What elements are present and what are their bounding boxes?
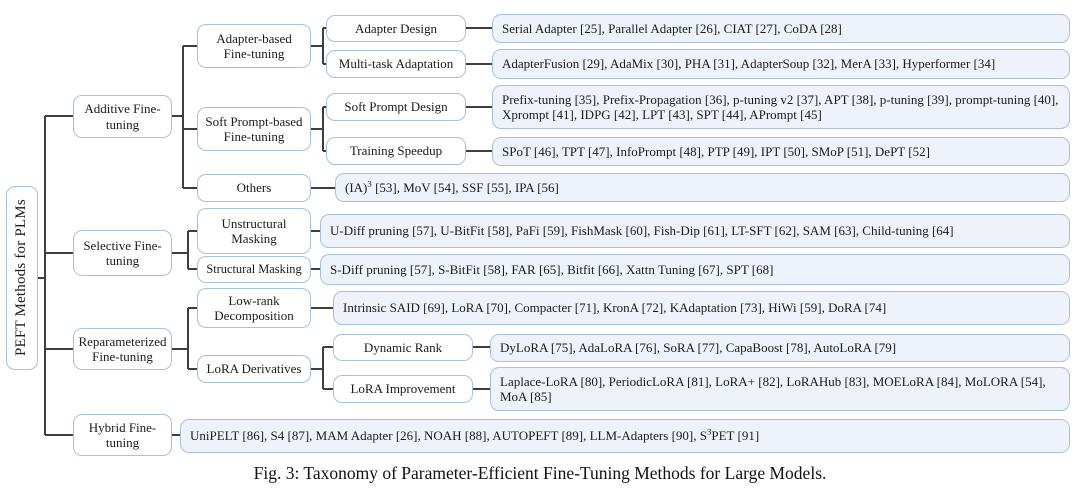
node-lora-improvement: LoRA Improvement <box>333 375 473 403</box>
leaf-unstructural-masking-methods: U-Diff pruning [57], U-BitFit [58], PaFi… <box>320 214 1070 248</box>
superscript: 3 <box>367 178 372 189</box>
leaf-lora-improvement-methods: Laplace-LoRA [80], PeriodicLoRA [81], Lo… <box>490 367 1070 411</box>
leaf-others-methods: (IA)3 [53], MoV [54], SSF [55], IPA [56] <box>335 173 1070 202</box>
node-dynamic-rank: Dynamic Rank <box>333 334 473 361</box>
node-adapter-design: Adapter Design <box>326 15 466 42</box>
connector-path <box>38 27 492 436</box>
node-adapter-based-fine-tuning: Adapter-based Fine-tuning <box>197 24 311 68</box>
node-others: Others <box>197 174 311 202</box>
leaf-adapter-design-methods: Serial Adapter [25], Parallel Adapter [2… <box>492 14 1070 43</box>
node-selective-fine-tuning: Selective Fine-tuning <box>73 230 172 276</box>
node-hybrid-fine-tuning: Hybrid Fine-tuning <box>73 414 172 456</box>
leaf-structural-masking-methods: S-Diff pruning [57], S-BitFit [58], FAR … <box>320 254 1070 285</box>
leaf-multi-task-adaptation-methods: AdapterFusion [29], AdaMix [30], PHA [31… <box>492 49 1070 79</box>
node-lora-derivatives: LoRA Derivatives <box>197 355 311 383</box>
node-additive-fine-tuning: Additive Fine-tuning <box>73 95 172 138</box>
node-structural-masking: Structural Masking <box>197 256 311 283</box>
node-root-peft-methods: PEFT Methods for PLMs <box>6 186 38 370</box>
superscript: 3 <box>706 427 712 437</box>
node-unstructural-masking: Unstructural Masking <box>197 208 311 254</box>
node-soft-prompt-based-fine-tuning: Soft Prompt-based Fine-tuning <box>197 107 311 151</box>
leaf-training-speedup-methods: SPoT [46], TPT [47], InfoPrompt [48], PT… <box>492 137 1070 166</box>
leaf-hybrid-text: UniPELT [86], S4 [87], MAM Adapter [26],… <box>190 427 760 444</box>
node-low-rank-decomposition: Low-rank Decomposition <box>197 288 311 328</box>
node-soft-prompt-design: Soft Prompt Design <box>326 93 466 121</box>
leaf-others-text: (IA)3 [53], MoV [54], SSF [55], IPA [56] <box>345 178 559 195</box>
node-reparameterized-fine-tuning: Reparameterized Fine-tuning <box>73 328 172 370</box>
figure-caption: Fig. 3: Taxonomy of Parameter-Efficient … <box>253 463 827 483</box>
leaf-soft-prompt-design-methods: Prefix-tuning [35], Prefix-Propagation [… <box>492 85 1070 129</box>
node-multi-task-adaptation: Multi-task Adaptation <box>326 50 466 78</box>
leaf-hybrid-methods: UniPELT [86], S4 [87], MAM Adapter [26],… <box>180 419 1070 453</box>
leaf-low-rank-decomposition-methods: Intrinsic SAID [69], LoRA [70], Compacte… <box>333 291 1070 325</box>
leaf-dynamic-rank-methods: DyLoRA [75], AdaLoRA [76], SoRA [77], Ca… <box>490 334 1070 362</box>
node-training-speedup: Training Speedup <box>326 137 466 165</box>
